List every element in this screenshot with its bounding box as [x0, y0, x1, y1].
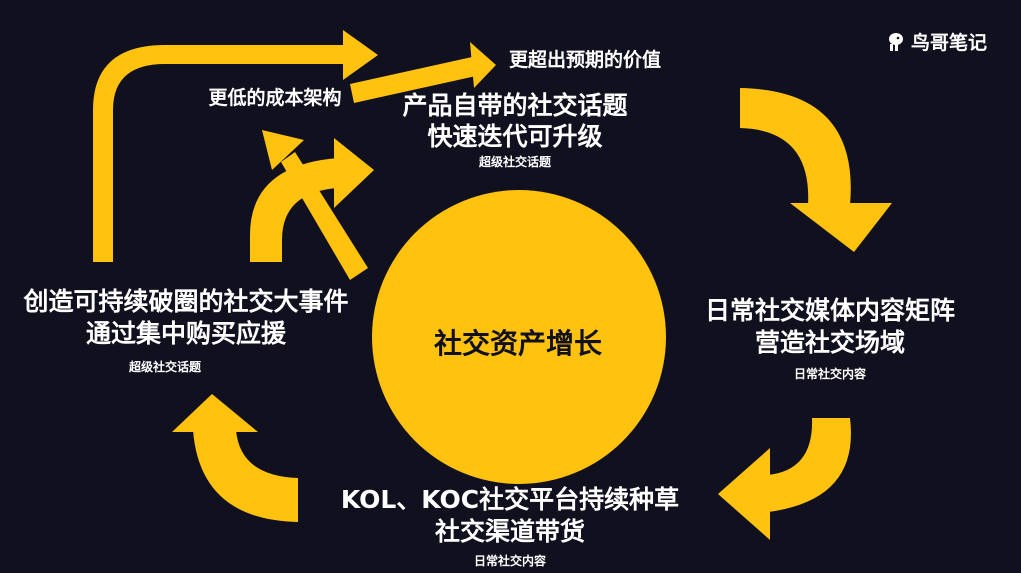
left-node-line2: 通过集中购买应援 [85, 319, 286, 348]
left-node-tag: 超级社交话题 [128, 360, 201, 374]
right-node-line1: 日常社交媒体内容矩阵 [704, 296, 955, 325]
value-arrow [350, 42, 496, 103]
cycle-arrow-top-right [740, 88, 892, 252]
bottom-node-tag: 日常社交内容 [473, 554, 546, 568]
center-label: 社交资产增长 [433, 327, 602, 360]
cycle-arrow-right-bottom [718, 418, 851, 540]
top-node-line1: 产品自带的社交话题 [402, 91, 628, 120]
bird-icon [889, 32, 903, 51]
center-circle [372, 190, 666, 484]
annotation-higher-value: 更超出预期的价值 [508, 49, 661, 71]
top-node-tag: 超级社交话题 [478, 155, 551, 169]
bottom-node-line2: 社交渠道带货 [434, 517, 585, 546]
cycle-arrow-bottom-left [172, 394, 298, 522]
right-node-line2: 营造社交场域 [754, 328, 905, 357]
annotation-lower-cost: 更低的成本架构 [208, 87, 342, 109]
left-node-line1: 创造可持续破圈的社交大事件 [23, 287, 349, 316]
bottom-node-line1: KOL、KOC社交平台持续种草 [340, 485, 680, 514]
top-node-line2: 快速迭代可升级 [427, 122, 603, 151]
brand-logo: 鸟哥笔记 [885, 28, 987, 55]
right-node-tag: 日常社交内容 [793, 367, 866, 381]
loop-arrow-lower-cost [93, 30, 378, 262]
branch-arrow-curved [250, 138, 374, 262]
branch-arrow-diagonal [262, 130, 368, 280]
logo-text: 鸟哥笔记 [911, 32, 988, 54]
